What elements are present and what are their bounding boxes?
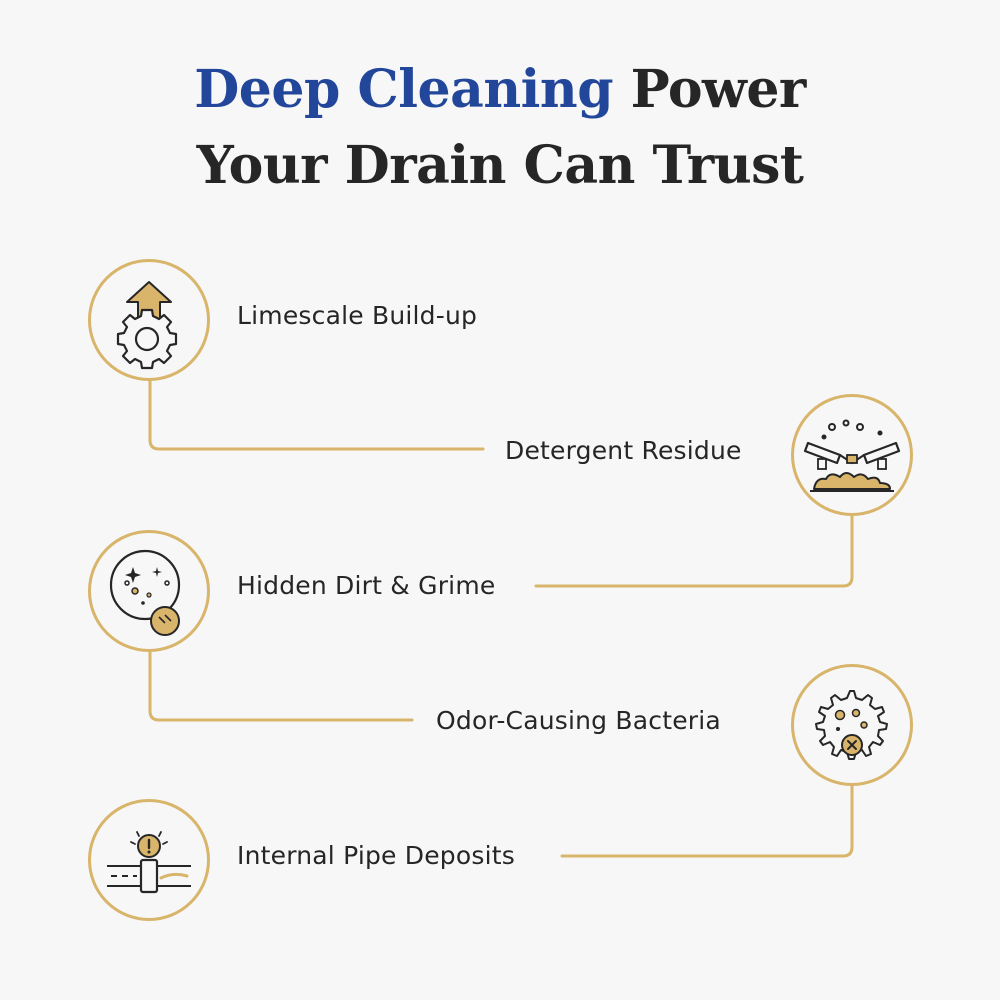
label-limescale: Limescale Build-up: [237, 301, 478, 330]
label-detergent: Detergent Residue: [505, 436, 742, 465]
dirty-plate-icon: [88, 530, 210, 652]
bacteria-icon: [791, 664, 913, 786]
title-accent: Deep Cleaning: [194, 59, 614, 120]
page-title: Deep Cleaning Power Your Drain Can Trust: [0, 52, 1000, 204]
title-rest: Power: [613, 59, 807, 120]
gear-arrow-icon: [88, 259, 210, 381]
label-dirt: Hidden Dirt & Grime: [237, 571, 496, 600]
label-deposits: Internal Pipe Deposits: [237, 841, 515, 870]
pipe-residue-icon: [791, 394, 913, 516]
label-bacteria: Odor-Causing Bacteria: [436, 706, 721, 735]
title-line2: Your Drain Can Trust: [196, 135, 804, 196]
pipe-warning-icon: [88, 799, 210, 921]
